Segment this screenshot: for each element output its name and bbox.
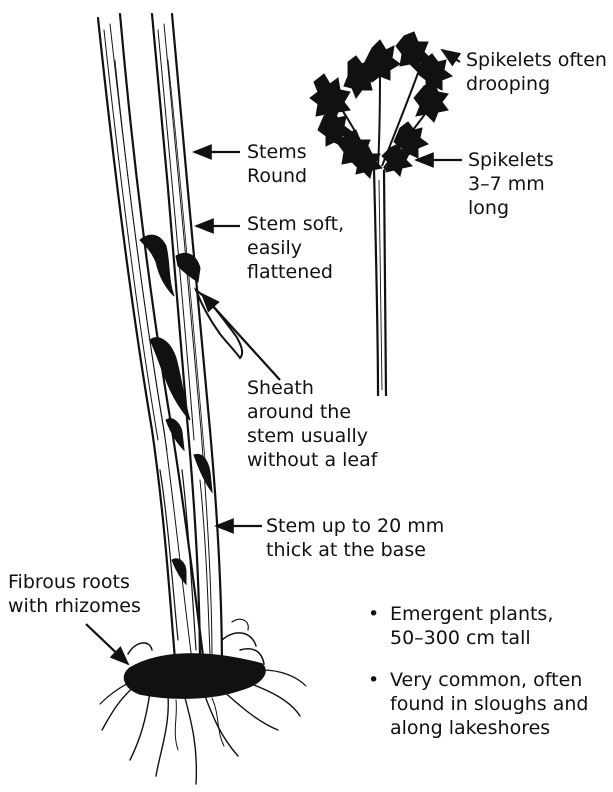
note-text: Very common, often found in sloughs and … [390, 668, 589, 740]
note-line: Very common, often [390, 668, 589, 692]
note-line: 50–300 cm tall [390, 626, 553, 650]
label-line: long [468, 196, 554, 220]
note-line: Emergent plants, [390, 602, 553, 626]
label-stem-soft: Stem soft, easily flattened [247, 212, 344, 284]
flowering-stem [374, 170, 386, 396]
bullet-marker: • [368, 668, 379, 692]
label-line: thick at the base [266, 538, 444, 562]
arrow-fibrous-roots [86, 624, 128, 664]
label-line: Sheath [247, 376, 377, 400]
fibrous-roots [100, 619, 306, 784]
label-sheath: Sheath around the stem usually without a… [247, 376, 377, 472]
label-line: 3–7 mm [468, 172, 554, 196]
label-line: stem usually [247, 424, 377, 448]
label-line: Round [247, 164, 307, 188]
label-spikelets-length: Spikelets 3–7 mm long [468, 148, 554, 220]
label-line: around the [247, 400, 377, 424]
label-line: easily [247, 236, 344, 260]
bullet-marker: • [368, 602, 379, 626]
label-line: Stem soft, [247, 212, 344, 236]
label-stem-thick: Stem up to 20 mm thick at the base [266, 514, 444, 562]
label-line: without a leaf [247, 448, 377, 472]
label-line: flattened [247, 260, 344, 284]
arrow-sheath [202, 294, 280, 380]
label-line: Spikelets often [466, 48, 607, 72]
spikelet-clusters [310, 32, 452, 178]
label-line: Fibrous roots [8, 570, 141, 594]
note-text: Emergent plants, 50–300 cm tall [390, 602, 553, 650]
label-line: with rhizomes [8, 594, 141, 618]
label-line: Stems [247, 140, 307, 164]
label-fibrous-roots: Fibrous roots with rhizomes [8, 570, 141, 618]
label-spikelets-drooping: Spikelets often drooping [466, 48, 607, 96]
label-line: drooping [466, 72, 607, 96]
label-stems-round: Stems Round [247, 140, 307, 188]
label-line: Stem up to 20 mm [266, 514, 444, 538]
label-line: Spikelets [468, 148, 554, 172]
note-line: found in sloughs and [390, 692, 589, 716]
note-line: along lakeshores [390, 716, 589, 740]
